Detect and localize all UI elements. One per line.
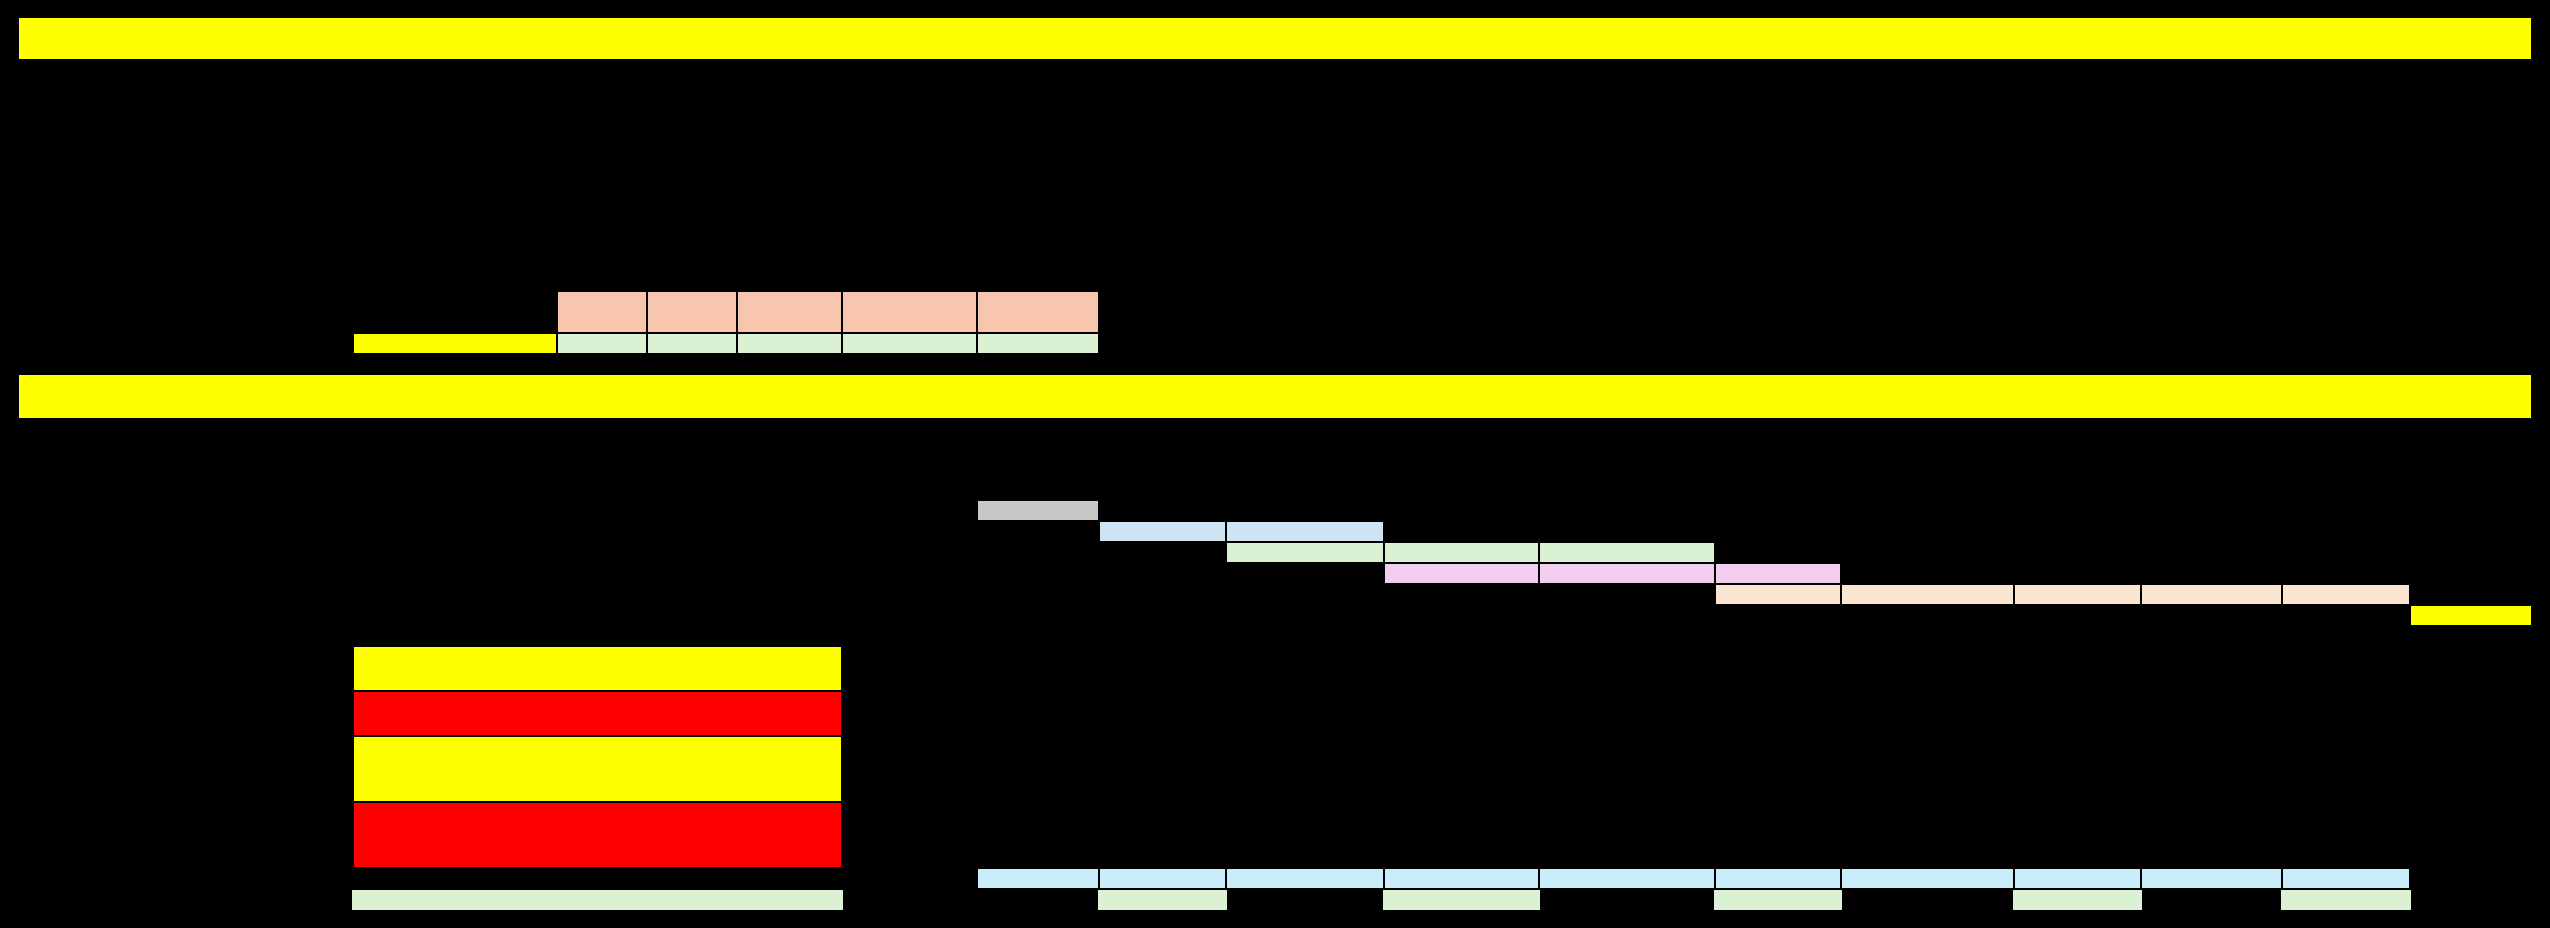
salmon-header-cell [977,291,1099,333]
peach-step-bar [2282,584,2410,605]
sky-blue-cell [1715,868,1841,889]
yellow-step-bar [2410,605,2532,626]
salmon-header-cell [737,291,842,333]
blue-step-bar [1099,521,1226,542]
sky-blue-cell [977,868,1099,889]
green-row-cell [647,333,737,354]
sky-blue-cell [2014,868,2141,889]
blue-step-bar [1226,521,1384,542]
sky-blue-cell [1539,868,1715,889]
sky-blue-cell [2282,868,2410,889]
green-bottom-bar [2280,889,2412,911]
red-stack-block [353,802,842,868]
peach-step-bar [2014,584,2141,605]
green-step-bar [1539,542,1715,563]
pink-step-bar [1539,563,1715,584]
green-row-cell [737,333,842,354]
yellow-banner-top [18,17,2532,60]
green-row-cell [557,333,647,354]
peach-step-bar [1841,584,2014,605]
green-row-cell [977,333,1099,354]
green-step-bar [1226,542,1384,563]
salmon-header-cell [647,291,737,333]
green-bottom-bar [2012,889,2143,911]
red-stack-block [353,691,842,736]
pink-step-bar [1384,563,1539,584]
yellow-banner-middle [18,374,2532,419]
gray-step-bar [977,500,1099,521]
green-bottom-bar [1097,889,1228,911]
yellow-label-bar [353,333,557,354]
peach-step-bar [2141,584,2282,605]
green-step-bar [1384,542,1539,563]
yellow-stack-block [353,646,842,691]
salmon-header-cell [842,291,977,333]
sky-blue-cell [1099,868,1226,889]
sky-blue-cell [1384,868,1539,889]
green-bottom-bar [1713,889,1843,911]
yellow-stack-block [353,736,842,802]
green-bottom-bar [1382,889,1541,911]
salmon-header-cell [557,291,647,333]
green-bottom-bar [351,889,844,911]
pink-step-bar [1715,563,1841,584]
sky-blue-cell [1226,868,1384,889]
sky-blue-cell [2141,868,2282,889]
green-row-cell [842,333,977,354]
peach-step-bar [1715,584,1841,605]
sky-blue-cell [1841,868,2014,889]
